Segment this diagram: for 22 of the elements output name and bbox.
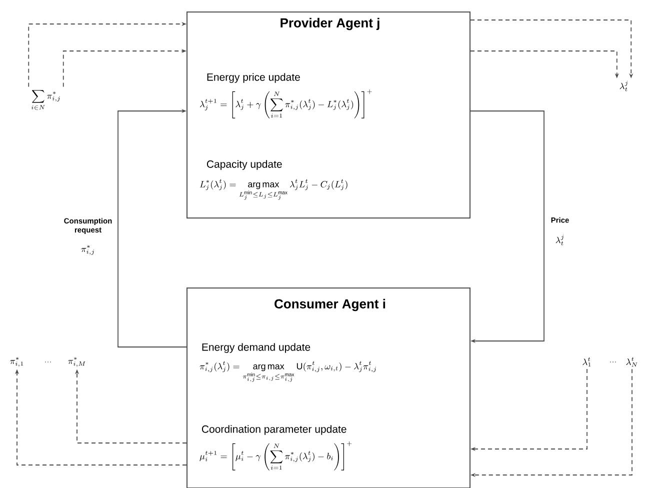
agent-box — [186, 288, 470, 488]
variable-label: $\lambda_t^j$ — [556, 234, 564, 246]
variable-label: $\lambda_N^t$ — [626, 357, 638, 367]
update-label: Energy demand update — [202, 343, 310, 353]
update-formula: $L^{*}_j(\lambda_j^t) = \mathop{\mathrm{arg\,max}}\limits_{L_j^{\min} \le L_j \le L_j^{\max}} \lambda_j^t L_j^t - C_j(L_j^t)$ — [200, 179, 348, 200]
agent-box — [186, 12, 470, 218]
update-formula: $\pi^{*}_{i,j}(\lambda_j^t) = \mathop{\mathrm{arg\,max}}\limits_{\pi_{i,j}^{\min} \le \pi_{i,j} \le \pi_{i,j}^{\max}} \mathrm{U}(\pi_{i,j}^t, \omega_{i,t}) - \lambda_j^t \pi_{i,j}^t$ — [200, 361, 376, 382]
update-formula: $\mu_i^{t+1} = \left[ \mu_i^t - \gamma \left( \sum_{i=1}^{N} \pi^{*}_{i,j}(\lambda_j^t) - b_i \right) \right]^{+}$ — [200, 441, 352, 470]
arrow — [118, 108, 187, 348]
update-formula: $\lambda_j^{t+1} = \left[ \lambda_j^t + \gamma \left( \sum_{i=1}^{N} \pi^{*}_{i,j}(\lambda_j^t) - L^{*}_j(\lambda_j^t) \right) \right]^{+}$ — [200, 89, 372, 118]
update-label: Capacity update — [206, 160, 282, 170]
variable-label: $\sum_{i\in N} \pi^{*}_{i,j}$ — [31, 90, 60, 110]
variable-label: $\pi^{*}_{i,M}$ — [68, 357, 86, 367]
box-title: Consumer Agent i — [274, 298, 386, 312]
box-title: Provider Agent j — [280, 18, 380, 30]
update-label: Coordination parameter update — [202, 425, 346, 435]
variable-label: $\lambda_t^j$ — [620, 80, 628, 92]
arrow — [470, 110, 544, 344]
update-label: Energy price update — [207, 73, 300, 83]
variable-label: $\pi^{*}_{i,1}$ — [10, 357, 24, 367]
variable-label: $\lambda_1^t$ — [582, 357, 591, 367]
variable-label: $\pi^{*}_{i,j}$ — [81, 245, 94, 255]
